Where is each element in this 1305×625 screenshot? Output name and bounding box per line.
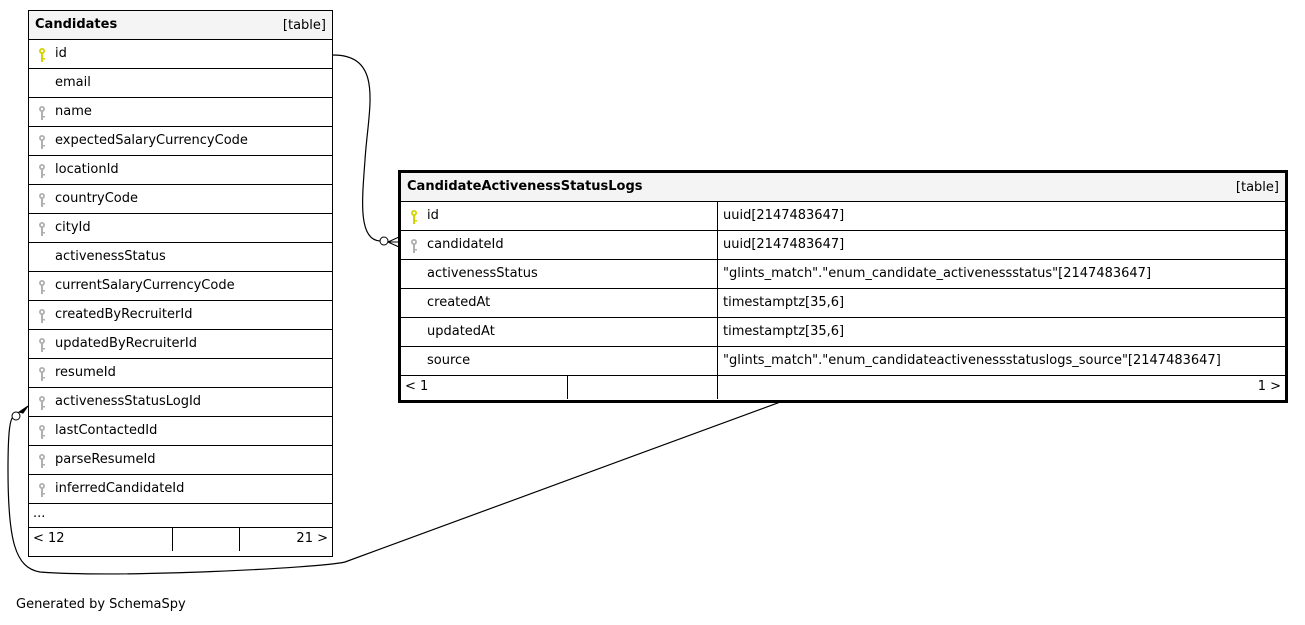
table-type: [table] bbox=[282, 18, 326, 33]
column-name: resumeId bbox=[55, 365, 116, 380]
table-footer: < 12 21 > bbox=[29, 528, 332, 551]
column-row[interactable]: updatedByRecruiterId bbox=[29, 330, 332, 359]
foreign-key-icon bbox=[37, 105, 47, 121]
column-row[interactable]: countryCode bbox=[29, 185, 332, 214]
column-name: activenessStatus bbox=[427, 266, 538, 281]
foreign-key-icon bbox=[37, 337, 47, 353]
column-type: timestamptz[35,6] bbox=[723, 295, 845, 310]
foreign-key-icon bbox=[37, 482, 47, 498]
ellipsis: ... bbox=[33, 506, 46, 521]
column-name: locationId bbox=[55, 162, 119, 177]
column-name: candidateId bbox=[427, 237, 504, 252]
column-row[interactable]: resumeId bbox=[29, 359, 332, 388]
column-name: source bbox=[427, 353, 471, 368]
column-name: name bbox=[55, 104, 92, 119]
column-type: uuid[2147483647] bbox=[723, 237, 845, 252]
column-row[interactable]: email bbox=[29, 69, 332, 98]
table-footer: < 1 1 > bbox=[401, 376, 1285, 399]
column-name: inferredCandidateId bbox=[55, 481, 185, 496]
foreign-key-icon bbox=[37, 453, 47, 469]
column-row[interactable]: expectedSalaryCurrencyCode bbox=[29, 127, 332, 156]
parents-count[interactable]: < 1 bbox=[405, 379, 429, 394]
column-row[interactable]: currentSalaryCurrencyCode bbox=[29, 272, 332, 301]
column-row[interactable]: locationId bbox=[29, 156, 332, 185]
edge-candidates-id-to-logs-candidateid bbox=[332, 54, 381, 242]
column-name: lastContactedId bbox=[55, 423, 158, 438]
column-row[interactable]: activenessStatus "glints_match"."enum_can… bbox=[401, 260, 1285, 289]
table-header: Candidates [table] bbox=[29, 11, 332, 40]
table-candidates[interactable]: Candidates [table] id email name expectedSa… bbox=[28, 10, 333, 557]
children-count[interactable]: 1 > bbox=[1257, 379, 1281, 394]
column-name: createdByRecruiterId bbox=[55, 307, 193, 322]
column-row[interactable]: updatedAt timestamptz[35,6] bbox=[401, 318, 1285, 347]
parents-count[interactable]: < 12 bbox=[33, 531, 65, 546]
table-name[interactable]: CandidateActivenessStatusLogs bbox=[407, 179, 643, 194]
children-count[interactable]: 21 > bbox=[296, 531, 328, 546]
crow-foot-icon bbox=[387, 236, 400, 248]
column-row[interactable]: parseResumeId bbox=[29, 446, 332, 475]
column-name: activenessStatusLogId bbox=[55, 394, 202, 409]
column-row[interactable]: activenessStatus bbox=[29, 243, 332, 272]
column-row[interactable]: activenessStatusLogId bbox=[29, 388, 332, 417]
column-type: timestamptz[35,6] bbox=[723, 324, 845, 339]
foreign-key-icon bbox=[37, 221, 47, 237]
column-row[interactable]: name bbox=[29, 98, 332, 127]
column-type: uuid[2147483647] bbox=[723, 208, 845, 223]
column-name: cityId bbox=[55, 220, 91, 235]
column-row[interactable]: inferredCandidateId bbox=[29, 475, 332, 504]
column-name: updatedAt bbox=[427, 324, 495, 339]
column-name: updatedByRecruiterId bbox=[55, 336, 197, 351]
foreign-key-icon bbox=[37, 279, 47, 295]
column-row[interactable]: id bbox=[29, 40, 332, 69]
arrow-icon bbox=[17, 405, 29, 414]
column-name: expectedSalaryCurrencyCode bbox=[55, 133, 248, 148]
table-candidateactivenessstatuslogs[interactable]: CandidateActivenessStatusLogs [table] id… bbox=[398, 170, 1288, 403]
column-row[interactable]: createdByRecruiterId bbox=[29, 301, 332, 330]
column-type: "glints_match"."enum_candidateactiveness… bbox=[723, 353, 1221, 368]
column-name: id bbox=[55, 46, 67, 61]
column-row[interactable]: source "glints_match"."enum_candidateacti… bbox=[401, 347, 1285, 376]
column-name: currentSalaryCurrencyCode bbox=[55, 278, 235, 293]
column-row[interactable]: createdAt timestamptz[35,6] bbox=[401, 289, 1285, 318]
more-columns: ... bbox=[29, 504, 332, 528]
column-row[interactable]: candidateId uuid[2147483647] bbox=[401, 231, 1285, 260]
foreign-key-icon bbox=[37, 395, 47, 411]
foreign-key-icon bbox=[37, 163, 47, 179]
table-type: [table] bbox=[1235, 180, 1279, 195]
foreign-key-icon bbox=[37, 424, 47, 440]
zero-one-circle bbox=[11, 411, 21, 421]
foreign-key-icon bbox=[37, 192, 47, 208]
column-type: "glints_match"."enum_candidate_activenes… bbox=[723, 266, 1152, 281]
foreign-key-icon bbox=[37, 134, 47, 150]
table-name[interactable]: Candidates bbox=[35, 17, 118, 32]
column-row[interactable]: id uuid[2147483647] bbox=[401, 202, 1285, 231]
column-name: parseResumeId bbox=[55, 452, 156, 467]
table-header: CandidateActivenessStatusLogs [table] bbox=[401, 173, 1285, 202]
generated-by-label: Generated by SchemaSpy bbox=[16, 597, 186, 612]
zero-many-circle bbox=[379, 236, 389, 246]
column-row[interactable]: lastContactedId bbox=[29, 417, 332, 446]
column-name: id bbox=[427, 208, 439, 223]
column-name: activenessStatus bbox=[55, 249, 166, 264]
foreign-key-icon bbox=[37, 366, 47, 382]
foreign-key-icon bbox=[37, 308, 47, 324]
primary-key-icon bbox=[409, 209, 419, 225]
primary-key-icon bbox=[37, 47, 47, 63]
column-name: countryCode bbox=[55, 191, 138, 206]
column-row[interactable]: cityId bbox=[29, 214, 332, 243]
column-name: createdAt bbox=[427, 295, 491, 310]
column-name: email bbox=[55, 75, 91, 90]
foreign-key-icon bbox=[409, 238, 419, 254]
